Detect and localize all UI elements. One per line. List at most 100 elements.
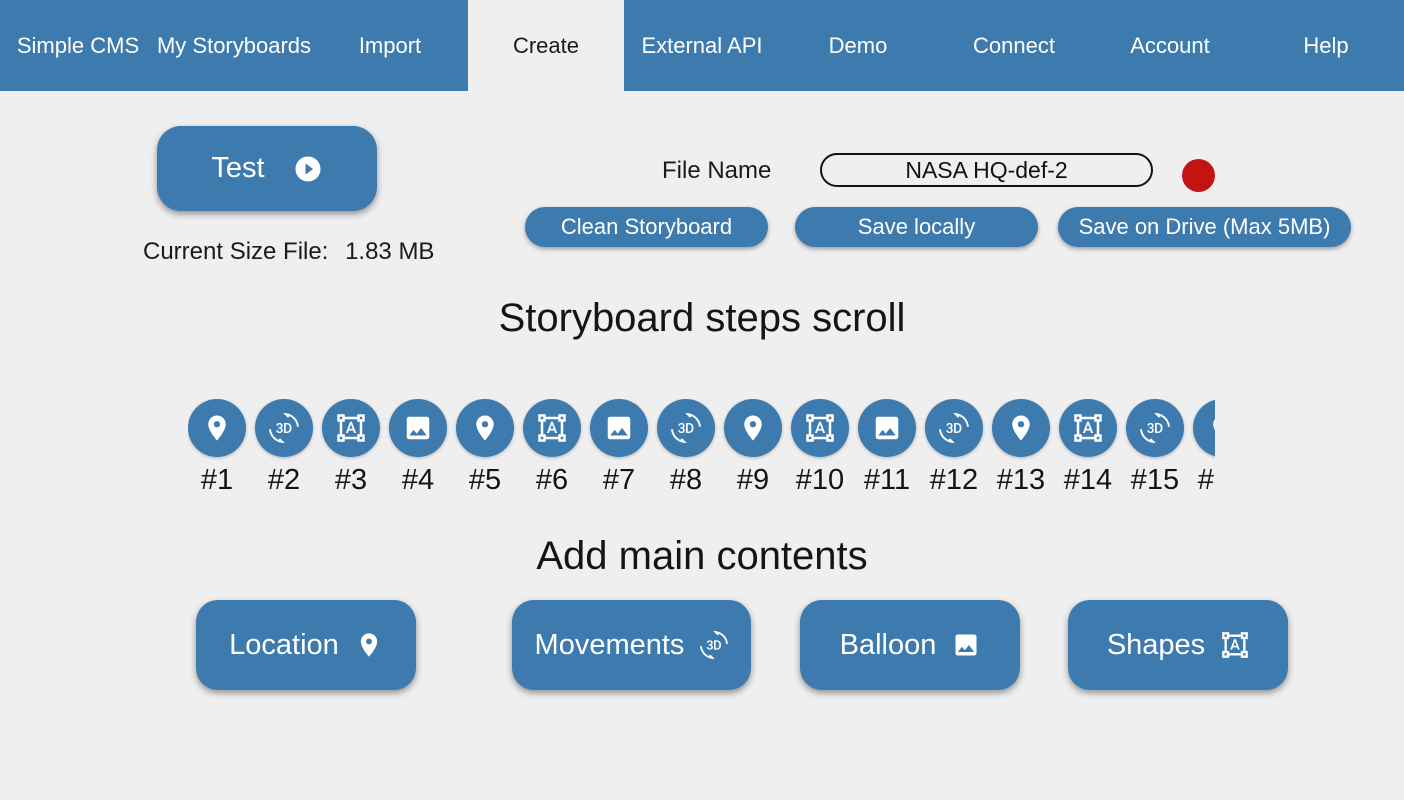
nav-item-import[interactable]: Import [312, 0, 468, 91]
3d-rotation-icon [939, 413, 969, 443]
content-button-label: Balloon [839, 628, 937, 661]
save-on-drive-button[interactable]: Save on Drive (Max 5MB) [1058, 207, 1351, 247]
storyboard-step-16[interactable]: #16 [1193, 399, 1215, 497]
nav-item-account[interactable]: Account [1092, 0, 1248, 91]
storyboard-step-14[interactable]: #14 [1059, 399, 1117, 497]
file-name-label: File Name [662, 157, 772, 184]
test-button-label: Test [211, 152, 265, 184]
nav-item-label: External API [641, 32, 763, 58]
record-indicator [1182, 159, 1215, 192]
storyboard-step-circle[interactable] [791, 399, 849, 457]
storyboard-step-label: #6 [535, 464, 569, 496]
storyboard-step-circle[interactable] [590, 399, 648, 457]
nav-item-label: Help [1303, 32, 1349, 58]
storyboard-step-4[interactable]: #4 [389, 399, 447, 497]
storyboard-step-label: #1 [200, 464, 234, 496]
storyboard-step-7[interactable]: #7 [590, 399, 648, 497]
place-icon [1006, 413, 1036, 443]
storyboard-step-label: #16 [1197, 464, 1215, 496]
storyboard-step-circle[interactable] [322, 399, 380, 457]
storyboard-step-9[interactable]: #9 [724, 399, 782, 497]
storyboard-step-6[interactable]: #6 [523, 399, 581, 497]
storyboard-step-circle[interactable] [1126, 399, 1184, 457]
storyboard-step-label: #8 [669, 464, 703, 496]
storyboard-step-circle[interactable] [858, 399, 916, 457]
3d-rotation-icon [671, 413, 701, 443]
nav-item-label: My Storyboards [156, 32, 312, 58]
storyboard-step-8[interactable]: #8 [657, 399, 715, 497]
storyboard-step-circle[interactable] [188, 399, 246, 457]
storyboard-step-circle[interactable] [523, 399, 581, 457]
shapes-icon [1221, 631, 1249, 659]
content-button-label: Shapes [1106, 628, 1206, 661]
place-icon [470, 413, 500, 443]
storyboard-step-label: #3 [334, 464, 368, 496]
storyboard-step-label: #13 [996, 464, 1046, 496]
storyboard-step-label: #15 [1130, 464, 1180, 496]
storyboard-step-circle[interactable] [1193, 399, 1215, 457]
image-icon [604, 413, 634, 443]
3d-rotation-icon [700, 631, 728, 659]
current-size-label: Current Size File: [143, 238, 329, 265]
nav-item-label: Account [1130, 32, 1210, 58]
3d-rotation-icon [269, 413, 299, 443]
storyboard-step-2[interactable]: #2 [255, 399, 313, 497]
storyboard-step-13[interactable]: #13 [992, 399, 1050, 497]
storyboard-steps-track: #1 #2 #3 #4 #5 #6 #7 #8 #9 #10 #11 #12 #13 #14 #15 #16 [188, 399, 1215, 497]
storyboard-step-label: #11 [863, 464, 911, 496]
storyboard-steps-heading: Storyboard steps scroll [498, 296, 906, 340]
file-name-input[interactable] [820, 153, 1153, 187]
nav-item-my-storyboards[interactable]: My Storyboards [156, 0, 312, 91]
storyboard-step-circle[interactable] [1059, 399, 1117, 457]
storyboard-step-circle[interactable] [456, 399, 514, 457]
save-locally-button[interactable]: Save locally [795, 207, 1038, 247]
balloon-button[interactable]: Balloon [800, 600, 1020, 690]
storyboard-step-12[interactable]: #12 [925, 399, 983, 497]
shapes-icon [537, 413, 567, 443]
save-on-drive-label: Save on Drive (Max 5MB) [1078, 214, 1331, 239]
content-button-label: Movements [534, 628, 685, 661]
storyboard-step-15[interactable]: #15 [1126, 399, 1184, 497]
nav-item-create[interactable]: Create [468, 0, 624, 91]
nav-item-connect[interactable]: Connect [936, 0, 1092, 91]
storyboard-step-10[interactable]: #10 [791, 399, 849, 497]
test-button[interactable]: Test [157, 126, 377, 211]
storyboard-step-label: #5 [468, 464, 502, 496]
place-icon [202, 413, 232, 443]
place-icon [355, 631, 383, 659]
storyboard-step-circle[interactable] [389, 399, 447, 457]
storyboard-step-circle[interactable] [992, 399, 1050, 457]
nav-item-external-api[interactable]: External API [624, 0, 780, 91]
storyboard-step-1[interactable]: #1 [188, 399, 246, 497]
shapes-button[interactable]: Shapes [1068, 600, 1288, 690]
storyboard-step-circle[interactable] [657, 399, 715, 457]
storyboard-step-circle[interactable] [255, 399, 313, 457]
current-size-value: 1.83 MB [345, 238, 435, 265]
storyboard-step-circle[interactable] [925, 399, 983, 457]
place-icon [738, 413, 768, 443]
nav-item-help[interactable]: Help [1248, 0, 1404, 91]
storyboard-step-label: #2 [267, 464, 301, 496]
shapes-icon [336, 413, 366, 443]
storyboard-step-5[interactable]: #5 [456, 399, 514, 497]
storyboard-step-circle[interactable] [724, 399, 782, 457]
add-main-contents-heading: Add main contents [536, 534, 868, 578]
nav-item-simple-cms[interactable]: Simple CMS [0, 0, 156, 91]
storyboard-step-label: #4 [401, 464, 435, 496]
image-icon [872, 413, 902, 443]
nav-item-label: Import [358, 32, 422, 58]
location-button[interactable]: Location [196, 600, 416, 690]
current-size-line: Current Size File: 1.83 MB [143, 238, 434, 266]
storyboard-step-11[interactable]: #11 [858, 399, 916, 497]
movements-button[interactable]: Movements [512, 600, 751, 690]
storyboard-steps-scroll[interactable]: #1 #2 #3 #4 #5 #6 #7 #8 #9 #10 #11 #12 #13 #14 #15 #16 [188, 399, 1215, 504]
nav-item-demo[interactable]: Demo [780, 0, 936, 91]
top-nav: Simple CMS My Storyboards Import Create Exte… [0, 0, 1404, 91]
play-circle-icon [293, 154, 323, 184]
clean-storyboard-button[interactable]: Clean Storyboard [525, 207, 768, 247]
nav-item-label: Simple CMS [16, 32, 140, 58]
3d-rotation-icon [1140, 413, 1170, 443]
storyboard-step-label: #10 [795, 464, 845, 496]
storyboard-step-3[interactable]: #3 [322, 399, 380, 497]
